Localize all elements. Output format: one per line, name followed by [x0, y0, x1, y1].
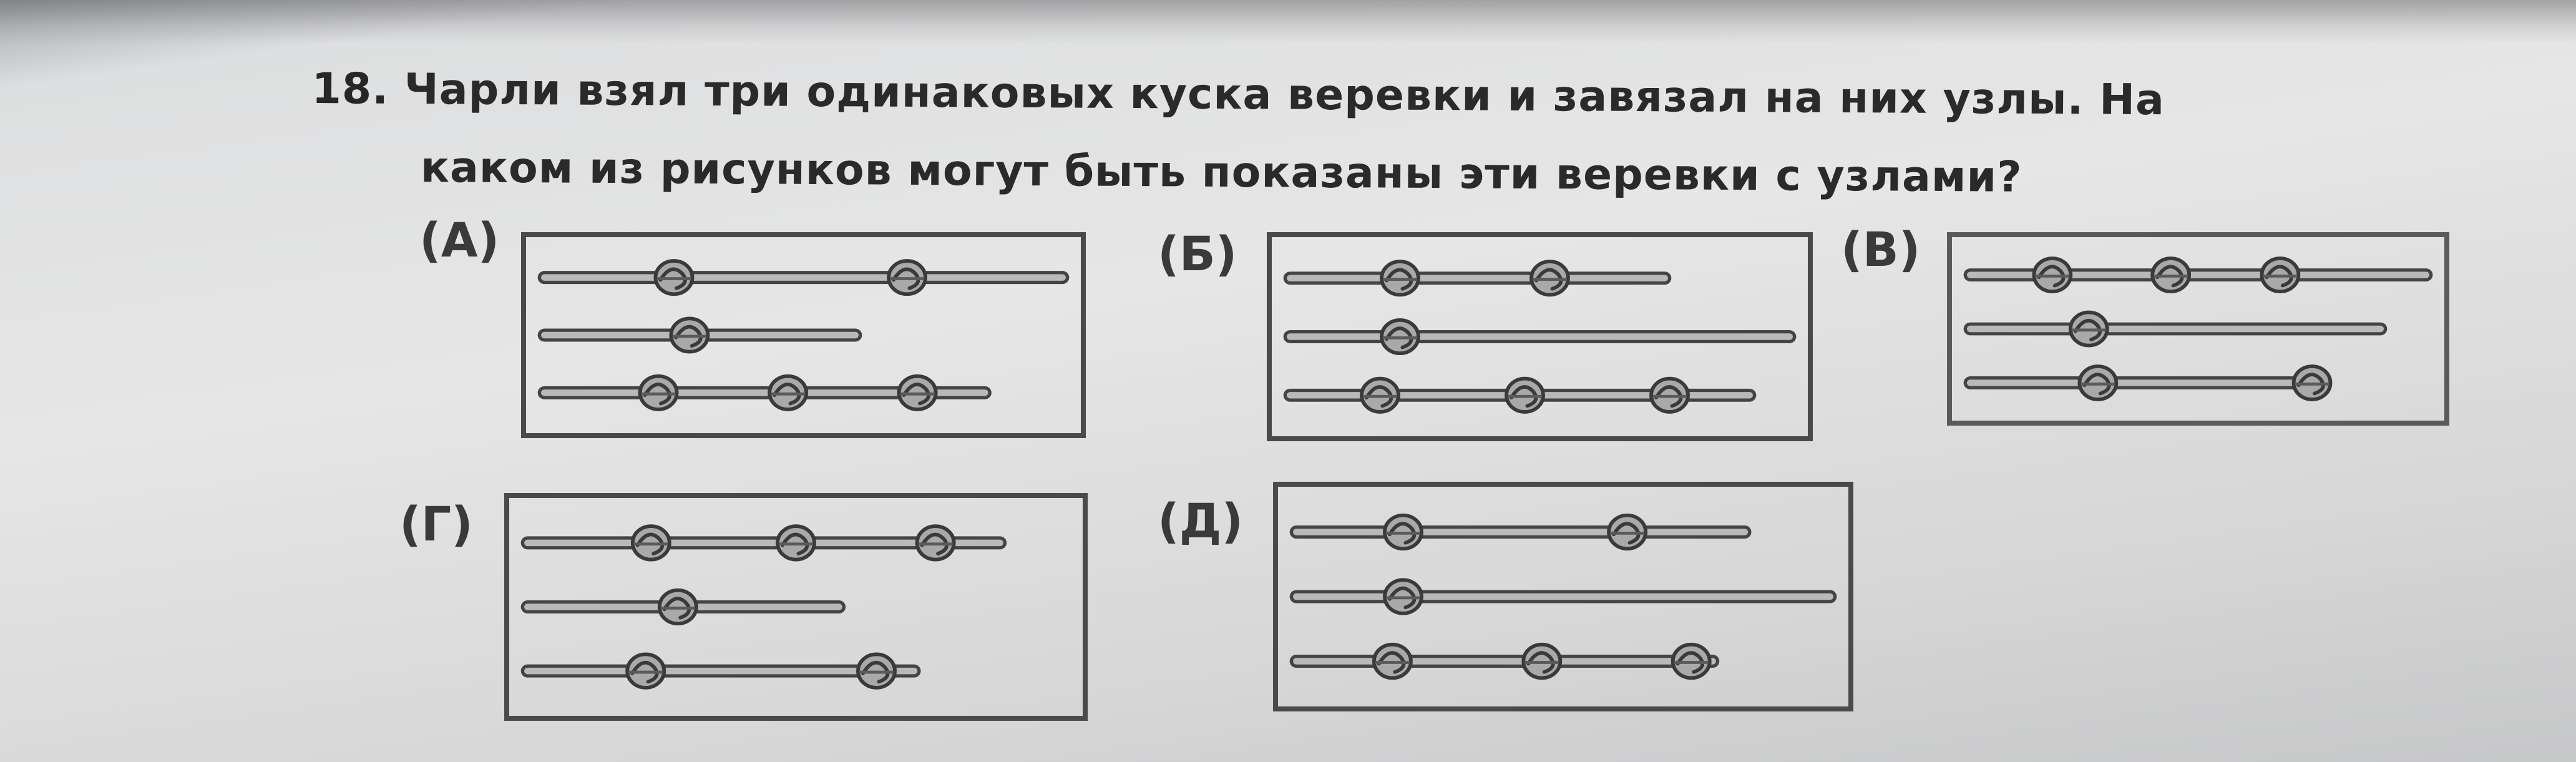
rope-1	[1289, 513, 1752, 551]
knot-icon	[2032, 256, 2073, 293]
knot-icon	[915, 524, 956, 562]
knot-icon	[638, 374, 679, 411]
knot-icon	[856, 652, 897, 690]
option-box-g[interactable]	[504, 493, 1088, 721]
knot-icon	[1383, 578, 1423, 615]
option-label-d: (Д)	[1158, 493, 1244, 549]
option-box-v[interactable]	[1947, 232, 2449, 426]
knot-icon	[2068, 310, 2109, 348]
option-label-b: (Б)	[1158, 226, 1237, 281]
problem-text-line-2: каком из рисунков могут быть показаны эт…	[420, 143, 2022, 202]
knot-icon	[669, 316, 710, 354]
knot-icon	[2260, 256, 2301, 293]
knot-icon	[1372, 642, 1413, 680]
knot-icon	[1505, 376, 1545, 414]
rope-2	[537, 316, 862, 354]
knot-icon	[1380, 318, 1420, 356]
knot-icon	[1380, 260, 1420, 297]
rope-2	[1283, 318, 1797, 356]
ropes-diagram-b	[1283, 260, 1797, 414]
rope-3	[1283, 376, 1757, 414]
option-box-a[interactable]	[521, 232, 1086, 438]
knot-icon	[776, 524, 816, 562]
option-label-v: (В)	[1841, 222, 1921, 277]
knot-icon	[625, 652, 666, 690]
knot-icon	[1360, 376, 1400, 414]
rope-3	[537, 374, 992, 411]
rope-2	[1289, 578, 1837, 615]
option-box-d[interactable]	[1273, 482, 1853, 711]
knot-icon	[657, 588, 698, 626]
rope-1	[1283, 260, 1672, 297]
knot-icon	[2150, 256, 2192, 293]
ropes-diagram-d	[1289, 513, 1837, 680]
knot-icon	[1671, 642, 1712, 680]
ropes-diagram-v	[1963, 256, 2433, 401]
problem-number: 18.	[311, 64, 389, 114]
knot-icon	[2077, 364, 2119, 401]
problem-line-1: 18. Чарли взял три одинаковых куска вере…	[311, 50, 2496, 141]
knot-icon	[1521, 642, 1563, 680]
rope-2	[520, 588, 846, 626]
knot-icon	[1530, 260, 1570, 297]
knot-icon	[1607, 513, 1648, 551]
option-label-g: (Г)	[399, 496, 473, 552]
rope-3	[520, 652, 921, 690]
ropes-diagram-g	[520, 524, 1007, 690]
ropes-diagram-a	[537, 259, 1070, 411]
knot-icon	[630, 524, 671, 562]
knot-icon	[887, 259, 927, 296]
knot-icon	[1383, 513, 1423, 551]
problem-statement: 18. Чарли взял три одинаковых куска вере…	[311, 50, 2496, 219]
knot-icon	[897, 374, 938, 411]
knot-icon	[768, 374, 809, 411]
rope-3	[1963, 364, 2333, 401]
knot-icon	[2291, 364, 2333, 401]
option-box-b[interactable]	[1267, 232, 1813, 441]
option-label-a: (А)	[419, 212, 500, 268]
rope-1	[1963, 256, 2433, 293]
rope-1	[537, 259, 1070, 296]
rope-1	[520, 524, 1007, 562]
knot-icon	[1649, 376, 1690, 414]
page-top-shadow	[0, 0, 2576, 44]
knot-icon	[653, 259, 695, 296]
rope-3	[1289, 642, 1720, 680]
rope-2	[1963, 310, 2388, 348]
problem-text-line-1: Чарли взял три одинаковых куска веревки …	[404, 64, 2165, 125]
